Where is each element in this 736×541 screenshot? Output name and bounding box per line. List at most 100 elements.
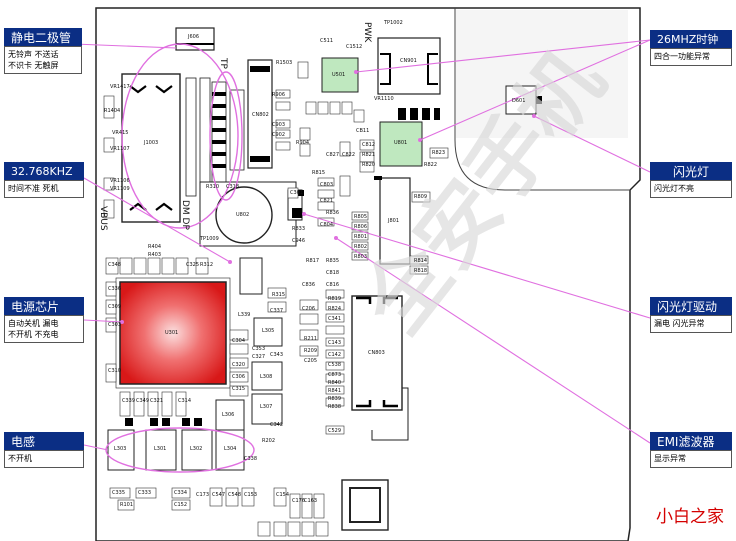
board-inner-top xyxy=(456,10,628,138)
silk-r315: R315 xyxy=(272,292,286,298)
silk-vr1107: VR1107 xyxy=(110,146,130,152)
silk-c902: C902 xyxy=(272,132,286,138)
silk-c334: C334 xyxy=(174,490,188,496)
silk-r809: R809 xyxy=(414,194,428,200)
silk-c152: C152 xyxy=(174,502,188,508)
silk-c804: C804 xyxy=(320,222,334,228)
brand-label: 小白之家 xyxy=(656,507,724,527)
leader-lines xyxy=(73,39,651,451)
silk-c822: C822 xyxy=(342,152,356,158)
silk-c327: C327 xyxy=(252,354,266,360)
silk-c325: C325 xyxy=(186,262,200,268)
silk-c903: C903 xyxy=(272,122,286,128)
silk-c336: C336 xyxy=(108,286,122,292)
silk-r839: R839 xyxy=(328,396,342,402)
silk-d601: D601 xyxy=(512,98,526,104)
silk-c548: C548 xyxy=(228,492,242,498)
silk-r841: R841 xyxy=(328,388,342,394)
silk-j606: J606 xyxy=(188,34,200,40)
callout-emi-desc: 显示异常 xyxy=(650,450,732,468)
silk-l306: L306 xyxy=(222,412,235,418)
silk-c343: C343 xyxy=(270,352,284,358)
silk-c353: C353 xyxy=(252,346,266,352)
silk-c816: C816 xyxy=(326,282,340,288)
silk-c309: C309 xyxy=(108,304,122,310)
silk-l308: L308 xyxy=(260,374,273,380)
silk-r403: R403 xyxy=(148,252,162,258)
callout-flash-title: 闪光灯 xyxy=(650,162,732,180)
silk-r202: R202 xyxy=(262,438,276,444)
silk-r815: R815 xyxy=(312,170,326,176)
callout-pmic-desc: 自动关机 漏电 不开机 不充电 xyxy=(4,315,84,343)
silk-c803: C803 xyxy=(320,182,334,188)
silk-c529: C529 xyxy=(328,428,342,434)
silk-l305: L305 xyxy=(262,328,275,334)
callout-flash-driver-desc: 漏电 闪光异常 xyxy=(650,315,732,333)
silk-vr1417: VR1417 xyxy=(110,84,130,90)
silk-r904: R904 xyxy=(296,140,310,146)
callout-26mhz-desc: 四合一功能异常 xyxy=(650,48,732,66)
silk-c163: C163 xyxy=(304,498,318,504)
silk-l303: L303 xyxy=(114,446,127,452)
silk-c827: C827 xyxy=(326,152,340,158)
silk-r822: R822 xyxy=(424,162,438,168)
silk-l339: L339 xyxy=(238,312,251,318)
silk-r824: R824 xyxy=(328,306,342,312)
silk-c321: C321 xyxy=(150,398,164,404)
silk-r819: R819 xyxy=(328,296,342,302)
silk-c338: C338 xyxy=(244,456,258,462)
callout-flash-desc: 闪光灯不亮 xyxy=(650,180,732,198)
silk-c337: C337 xyxy=(270,308,284,314)
chip-u501 xyxy=(321,57,359,93)
silk-c173: C173 xyxy=(196,492,210,498)
silk-c821: C821 xyxy=(320,198,334,204)
silk-u501: U501 xyxy=(332,72,346,78)
passives xyxy=(103,61,449,537)
silk-l307: L307 xyxy=(260,404,273,410)
callout-esd-diode-title: 静电二极管 xyxy=(4,28,82,46)
silk-pwk: PWK xyxy=(362,22,372,43)
silk-u801: U801 xyxy=(394,140,408,146)
silk-r1503: R1503 xyxy=(276,60,293,66)
callout-crystal-desc: 时间不准 死机 xyxy=(4,180,84,198)
silk-r823: R823 xyxy=(432,150,446,156)
inductor-group xyxy=(107,317,283,471)
silk-c333: C333 xyxy=(138,490,152,496)
silk-c320: C320 xyxy=(232,362,246,368)
silk-r818: R818 xyxy=(414,268,428,274)
callout-inductor-title: 电感 xyxy=(4,432,84,450)
silk-c349: C349 xyxy=(136,398,150,404)
silk-cn803: CN803 xyxy=(368,350,385,356)
connector-cn802 xyxy=(247,59,273,169)
silk-r803: R803 xyxy=(354,254,368,260)
silk-vr1110: VR1110 xyxy=(374,96,394,102)
silk-l304: L304 xyxy=(224,446,237,452)
silk-c511: C511 xyxy=(320,38,334,44)
silk-c339: C339 xyxy=(122,398,136,404)
silk-c304: C304 xyxy=(232,338,246,344)
silk-c315: C315 xyxy=(232,386,246,392)
silk-r101: R101 xyxy=(120,502,134,508)
silk-r211: R211 xyxy=(304,336,318,342)
silk-r310: R310 xyxy=(206,184,220,190)
u802-circle xyxy=(215,186,273,244)
silk-r840: R840 xyxy=(328,380,342,386)
silk-c818: C818 xyxy=(326,270,340,276)
silk-dmdp: DM DP xyxy=(180,200,190,230)
callout-flash-driver-title: 闪光灯驱动 xyxy=(650,297,732,315)
vr-diode-pads xyxy=(212,92,226,168)
silk-cn802: CN802 xyxy=(252,112,269,118)
silk-u802: U802 xyxy=(236,212,250,218)
silk-c205: C205 xyxy=(304,358,318,364)
silk-c538: C538 xyxy=(328,362,342,368)
ellipse-diodes xyxy=(121,43,239,229)
silk-c143: C143 xyxy=(328,340,342,346)
silk-r404: R404 xyxy=(148,244,162,250)
silk-r806: R806 xyxy=(354,224,368,230)
silk-r801: R801 xyxy=(354,234,368,240)
silk-tp1002: TP1002 xyxy=(384,20,403,26)
silk-c314: C314 xyxy=(178,398,192,404)
silk-c342: C342 xyxy=(270,422,284,428)
chip-u801 xyxy=(379,121,423,167)
